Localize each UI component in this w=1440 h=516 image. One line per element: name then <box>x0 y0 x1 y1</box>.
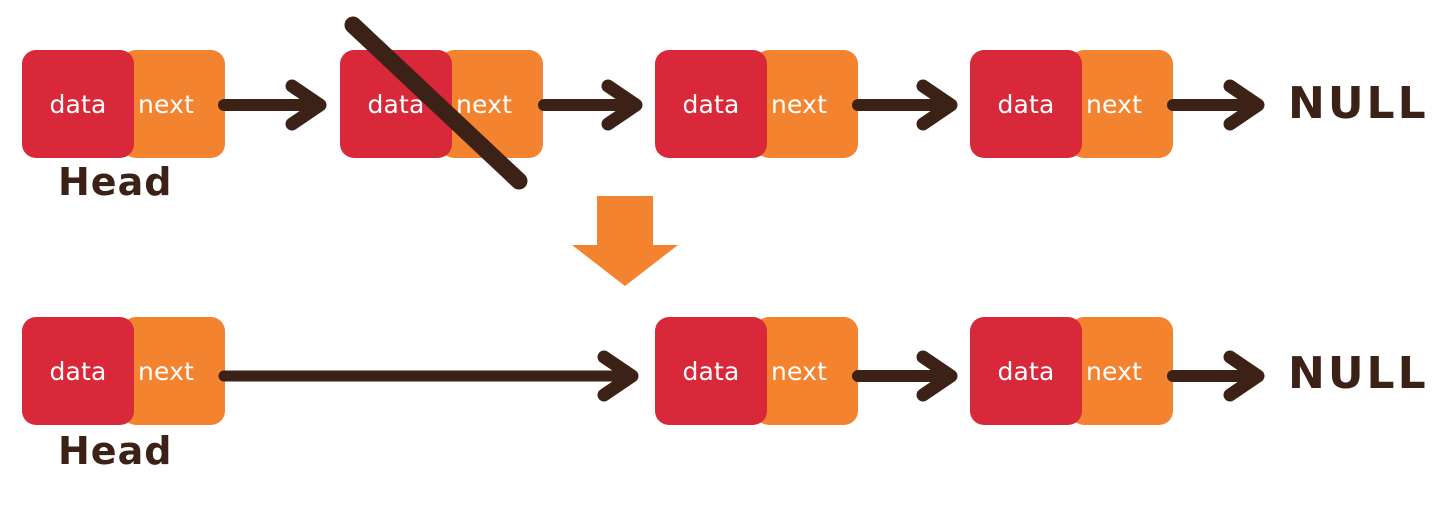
after-node-1-data-label: data <box>49 356 107 386</box>
after-node-3: data next <box>970 317 1173 425</box>
before-node-1: data next <box>22 50 225 158</box>
after-arrow-2-to-3 <box>852 357 951 395</box>
after-node-1-data-cell: data <box>22 317 134 425</box>
after-node-2-next-cell: next <box>755 317 858 425</box>
after-node-1: data next <box>22 317 225 425</box>
before-node-1-data-cell: data <box>22 50 134 158</box>
before-node-1-next-cell: next <box>122 50 225 158</box>
after-node-3-data-label: data <box>997 356 1055 386</box>
after-node-3-next-label: next <box>1086 356 1143 386</box>
before-node-2: data next <box>340 50 543 158</box>
before-node-2-data-cell: data <box>340 50 452 158</box>
before-node-3: data next <box>655 50 858 158</box>
after-head-label: Head <box>58 429 173 473</box>
after-node-1-next-label: next <box>138 356 195 386</box>
before-arrow-3-to-4 <box>852 86 951 124</box>
before-node-3-data-label: data <box>682 89 740 119</box>
before-node-3-next-cell: next <box>755 50 858 158</box>
before-node-3-next-label: next <box>771 89 828 119</box>
down-arrow-icon <box>572 196 678 286</box>
before-node-2-next-label: next <box>456 89 513 119</box>
after-node-1-next-cell: next <box>122 317 225 425</box>
after-arrow-3-to-null <box>1167 357 1258 395</box>
before-node-4: data next <box>970 50 1173 158</box>
after-node-2-next-label: next <box>771 356 828 386</box>
before-node-2-next-cell: next <box>440 50 543 158</box>
after-arrow-1-to-2 <box>218 357 632 395</box>
before-node-4-next-label: next <box>1086 89 1143 119</box>
after-node-2-data-cell: data <box>655 317 767 425</box>
before-node-4-next-cell: next <box>1070 50 1173 158</box>
before-arrow-1-to-2 <box>218 86 320 124</box>
after-node-3-next-cell: next <box>1070 317 1173 425</box>
before-node-4-data-label: data <box>997 89 1055 119</box>
after-null-label: NULL <box>1288 348 1429 399</box>
after-node-2: data next <box>655 317 858 425</box>
before-node-1-data-label: data <box>49 89 107 119</box>
before-node-4-data-cell: data <box>970 50 1082 158</box>
before-node-3-data-cell: data <box>655 50 767 158</box>
before-null-label: NULL <box>1288 78 1429 129</box>
before-head-label: Head <box>58 160 173 204</box>
after-node-2-data-label: data <box>682 356 740 386</box>
after-node-3-data-cell: data <box>970 317 1082 425</box>
before-node-1-next-label: next <box>138 89 195 119</box>
before-node-2-data-label: data <box>367 89 425 119</box>
before-arrow-4-to-null <box>1167 86 1258 124</box>
before-arrow-2-to-3 <box>538 86 636 124</box>
